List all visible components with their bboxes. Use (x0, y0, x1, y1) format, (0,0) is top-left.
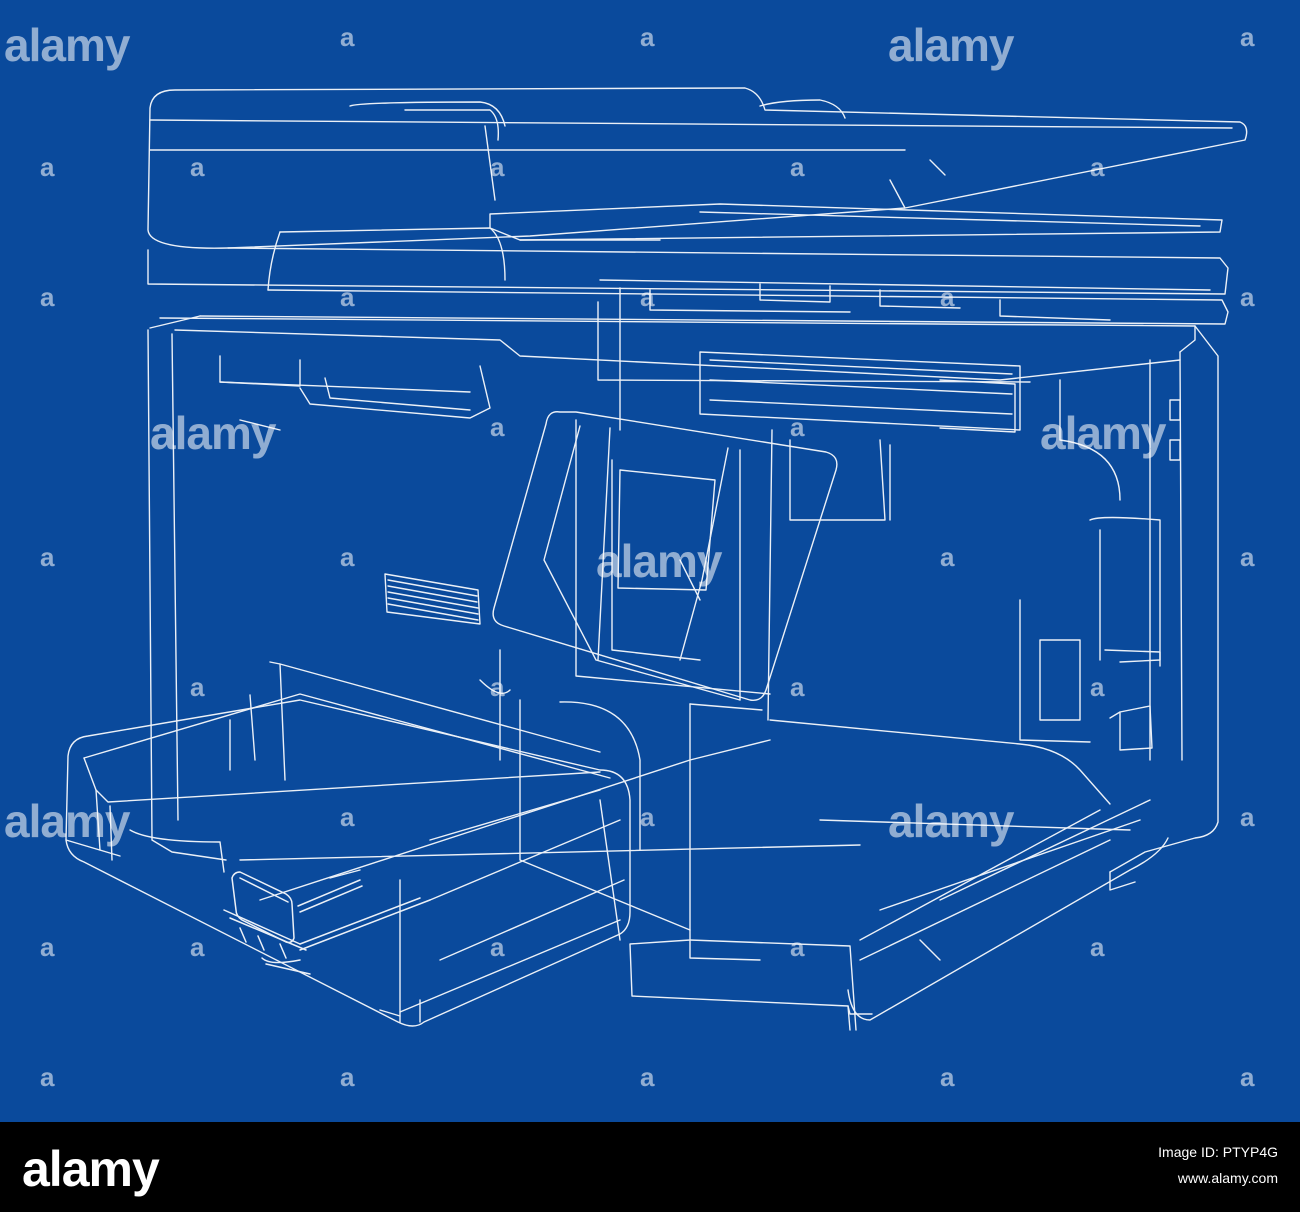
watermark-mark: a (1240, 542, 1255, 572)
watermark-mark: a (490, 672, 505, 702)
watermark-mark: a (340, 1062, 355, 1092)
lower-chassis (239, 649, 1169, 1031)
watermark-mark: a (340, 282, 355, 312)
watermark-mark: a (40, 152, 55, 182)
base-feet (379, 1005, 873, 1017)
watermark-logo: alamy (4, 795, 130, 847)
watermark-mark: a (1240, 282, 1255, 312)
watermark-mark: a (190, 672, 205, 702)
watermark-logo: alamy (888, 19, 1014, 71)
printer-wireframe-drawing (65, 87, 1248, 1031)
watermark-mark: a (790, 932, 805, 962)
watermark-mark: a (940, 1062, 955, 1092)
watermark-mark: a (640, 1062, 655, 1092)
paper-guide (223, 871, 431, 975)
watermark-mark: a (640, 22, 655, 52)
watermark-mark: a (1240, 1062, 1255, 1092)
scanner-body (147, 203, 1229, 325)
blueprint-canvas: alamy alamy alamy alamy alamy alamy alam… (0, 0, 1300, 1122)
watermark-mark: a (40, 1062, 55, 1092)
watermark-mark: a (40, 542, 55, 572)
paper-cassette (65, 661, 631, 1027)
printer-body (147, 287, 1219, 873)
watermark-mark: a (190, 932, 205, 962)
scanner-lid (147, 87, 1248, 249)
vent-grille (384, 573, 481, 625)
watermark-mark: a (1240, 22, 1255, 52)
watermark-mark: a (1090, 672, 1105, 702)
watermark-mark: a (1240, 802, 1255, 832)
image-id-label: Image ID: PTYP4G (1158, 1144, 1278, 1160)
footer-bar: alamy Image ID: PTYP4G www.alamy.com (0, 1122, 1300, 1212)
watermark-logo: alamy (4, 19, 130, 71)
watermark-mark: a (790, 672, 805, 702)
watermark-mark: a (940, 542, 955, 572)
watermark-mark: a (490, 412, 505, 442)
watermark-mark: a (340, 542, 355, 572)
watermark-logo: alamy (888, 795, 1014, 847)
watermark-mark: a (340, 802, 355, 832)
site-url-label: www.alamy.com (1177, 1170, 1278, 1186)
watermark-mark: a (1090, 932, 1105, 962)
watermark-mark: a (490, 152, 505, 182)
watermark-logo: alamy (1040, 407, 1166, 459)
control-panel (492, 411, 838, 721)
watermark-mark: a (1090, 152, 1105, 182)
watermark-logo: alamy (596, 535, 722, 587)
watermark-mark: a (340, 22, 355, 52)
watermark-mark: a (790, 152, 805, 182)
watermark-mark: a (40, 932, 55, 962)
watermark-mark: a (490, 932, 505, 962)
watermark-mark: a (640, 802, 655, 832)
output-tray (174, 329, 1181, 501)
footer-logo: alamy (22, 1141, 160, 1197)
watermark-mark: a (190, 152, 205, 182)
watermark-mark: a (640, 282, 655, 312)
watermark-mark: a (940, 282, 955, 312)
watermark-mark: a (40, 282, 55, 312)
watermark-logo: alamy (150, 407, 276, 459)
watermark-mark: a (790, 412, 805, 442)
